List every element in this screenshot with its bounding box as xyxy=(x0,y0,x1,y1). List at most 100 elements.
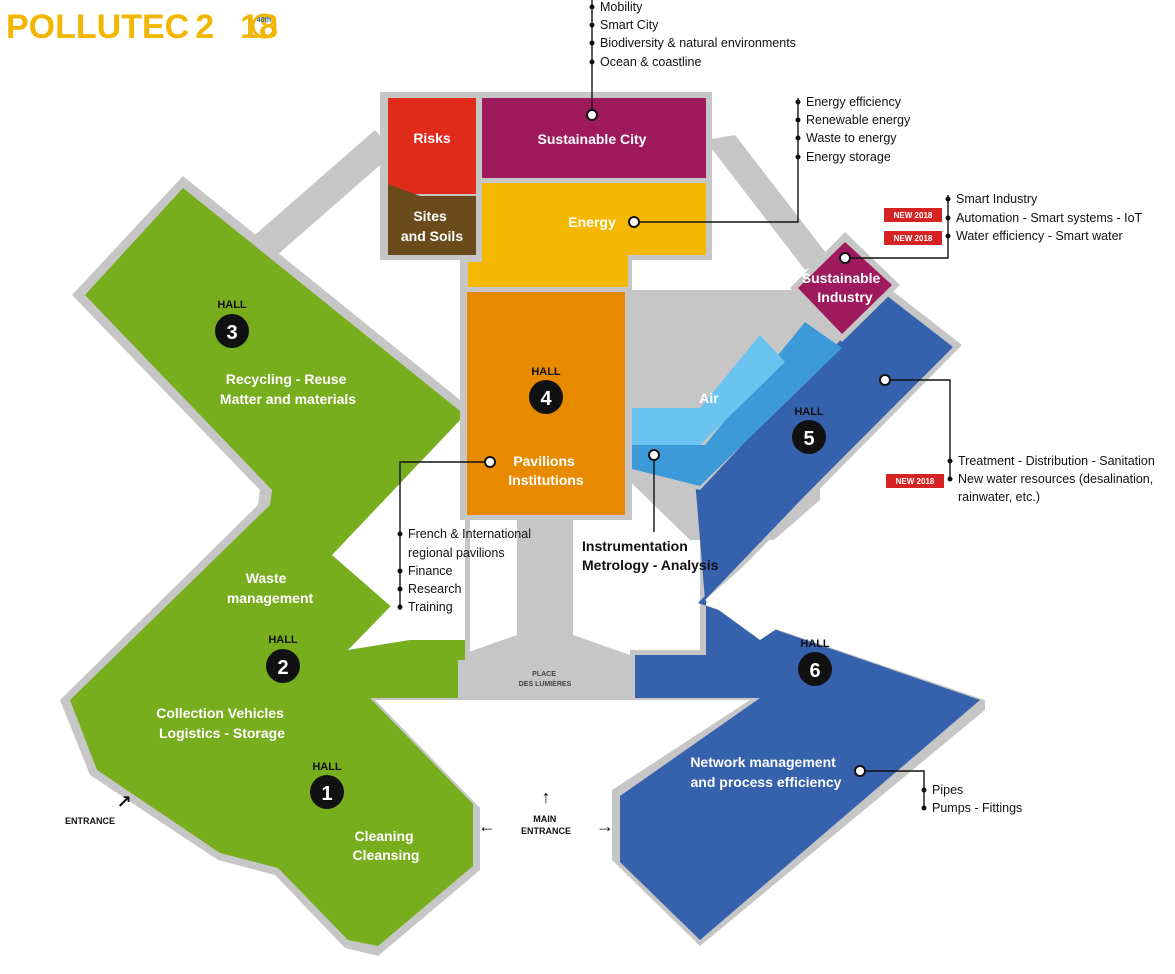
hall-2-marker: HALL 2 xyxy=(266,634,300,683)
list-item: New water resources (desalination, xyxy=(958,472,1153,486)
zone-network-line2: and process efficiency xyxy=(691,774,842,790)
main-entrance-line2: ENTRANCE xyxy=(521,826,571,836)
hall-markers: HALL 3 HALL 4 HALL 2 HALL 1 HALL 5 HALL … xyxy=(215,299,832,809)
air-zone: Air xyxy=(620,290,850,490)
list-item: Energy efficiency xyxy=(806,95,902,109)
svg-text:Pavilions Institutions: Pavilions Institutions xyxy=(508,453,584,488)
pin-energy-icon xyxy=(628,216,640,228)
year-prefix: 2 xyxy=(195,8,214,46)
hall-4-word: HALL xyxy=(531,366,561,378)
zone-cleaning-line1: Cleaning xyxy=(354,828,413,844)
brand-name: POLLUTEC xyxy=(6,8,189,46)
place-line1: PLACE xyxy=(532,671,556,678)
zone-sites-soils xyxy=(388,184,476,255)
side-entrance: ↗ ENTRANCE xyxy=(65,792,132,826)
list-item: Water efficiency - Smart water xyxy=(956,229,1123,243)
hall-1-marker: HALL 1 xyxy=(310,761,344,809)
pin-pavilions-icon xyxy=(484,456,496,468)
main-entrance: ↑ MAIN ENTRANCE ← → xyxy=(478,787,614,836)
zone-instrumentation: Instrumentation Metrology - Analysis xyxy=(582,538,719,573)
new-2018-badge-text: NEW 2018 xyxy=(894,211,933,220)
zone-recycling-line1: Recycling - Reuse xyxy=(226,371,347,387)
diagonal-arrow-icon: ↗ xyxy=(116,792,131,812)
list-item: Finance xyxy=(408,564,453,578)
hall-5-marker: HALL 5 xyxy=(792,406,826,454)
zone-water-resource-line2: management xyxy=(774,592,861,608)
pin-water-icon xyxy=(879,374,891,386)
hall-5-number: 5 xyxy=(803,428,814,450)
list-sustainable-city: Mobility Smart City Biodiversity & natur… xyxy=(600,0,796,69)
zone-sites-line1: Sites xyxy=(413,208,447,224)
zone-collection-line2: Logistics - Storage xyxy=(159,725,285,741)
hall-6-marker: HALL 6 xyxy=(798,638,832,686)
zone-waste-line1: Waste xyxy=(246,570,287,586)
svg-text:Network management and p: Network management and process efficienc… xyxy=(690,754,841,790)
new-2018-badge-text: NEW 2018 xyxy=(894,234,933,243)
connectors xyxy=(397,0,953,811)
central-block: Risks Sites and Soils Sustainable City E… xyxy=(380,92,712,520)
list-item: rainwater, etc.) xyxy=(958,490,1040,504)
hall-3-marker: HALL 3 xyxy=(215,299,249,348)
zone-instrumentation-line1: Instrumentation xyxy=(582,538,688,554)
svg-text:MAIN ENTRANCE: MAIN ENTRANCE xyxy=(521,814,571,836)
hall-1-word: HALL xyxy=(312,761,342,773)
list-item: Renewable energy xyxy=(806,113,911,127)
anniversary-ring-icon xyxy=(251,13,277,39)
new-2018-badge xyxy=(884,231,942,245)
zone-risks xyxy=(388,98,476,194)
list-item: Ocean & coastline xyxy=(600,55,701,69)
hall-2-word: HALL xyxy=(268,634,298,646)
list-item: Research xyxy=(408,582,462,596)
zone-network-line1: Network management xyxy=(690,754,836,770)
svg-text:Sustainable Industry: Sustainable Industry xyxy=(802,270,884,305)
zone-waste-line2: management xyxy=(227,590,314,606)
place-label: PLACE DES LUMIÈRES xyxy=(519,671,572,688)
pin-network-icon xyxy=(854,765,866,777)
zone-sustainable-city-label: Sustainable City xyxy=(538,131,647,147)
hall-2-number: 2 xyxy=(277,657,288,679)
green-hall xyxy=(60,176,480,956)
blue-hall-labels: Water resource management Network manage… xyxy=(690,572,876,790)
left-arrow-icon: ← xyxy=(478,816,496,836)
hall-1-number: 1 xyxy=(321,783,332,805)
svg-text:Water resource managemen: Water resource management xyxy=(771,572,876,608)
svg-text:Sites and Soils: Sites and Soils xyxy=(401,208,463,244)
zone-risks-label: Risks xyxy=(413,130,451,146)
new-2018-badge xyxy=(884,208,942,222)
list-item: regional pavilions xyxy=(408,546,505,560)
svg-text:Waste management: Waste management xyxy=(227,570,314,606)
year-suffix: 18 xyxy=(240,8,278,46)
hall-4-number: 4 xyxy=(540,388,552,410)
zone-pavilions-line1: Pavilions xyxy=(513,453,575,469)
anniversary-badge: 40th xyxy=(257,17,271,24)
right-arrow-icon: → xyxy=(596,816,614,836)
hall-6-word: HALL xyxy=(800,638,830,650)
list-item: French & International xyxy=(408,527,531,541)
zone-sites-line2: and Soils xyxy=(401,228,463,244)
hall-5-word: HALL xyxy=(794,406,824,418)
list-pavilions: French & International regional pavilion… xyxy=(408,527,531,614)
hall-4-marker: HALL 4 xyxy=(529,366,563,414)
new-2018-badge-text: NEW 2018 xyxy=(896,477,935,486)
zone-industry-line1: Sustainable xyxy=(802,270,881,286)
zone-energy xyxy=(468,183,706,287)
main-entrance-line1: MAIN xyxy=(533,814,556,824)
hall-6-number: 6 xyxy=(809,660,820,682)
list-item: Mobility xyxy=(600,0,643,14)
green-hall-labels: Recycling - Reuse Matter and materials W… xyxy=(156,371,419,863)
zone-collection-line1: Collection Vehicles xyxy=(156,705,284,721)
zone-water-resource-line1: Water resource xyxy=(771,572,873,588)
list-item: Pumps - Fittings xyxy=(932,801,1022,815)
pin-sustainable-industry-icon xyxy=(839,252,851,264)
zone-recycling-line2: Matter and materials xyxy=(220,391,356,407)
zone-pavilions-line2: Institutions xyxy=(508,472,584,488)
list-energy: Energy efficiency Renewable energy Waste… xyxy=(806,95,911,164)
list-sustainable-industry: Smart Industry Automation - Smart system… xyxy=(884,192,1143,245)
list-item: Training xyxy=(408,600,453,614)
list-water: Treatment - Distribution - Sanitation Ne… xyxy=(886,454,1155,504)
list-item: Waste to energy xyxy=(806,131,897,145)
sustainable-industry-zone: Sustainable Industry xyxy=(790,232,900,342)
pin-sustainable-city-icon xyxy=(586,109,598,121)
